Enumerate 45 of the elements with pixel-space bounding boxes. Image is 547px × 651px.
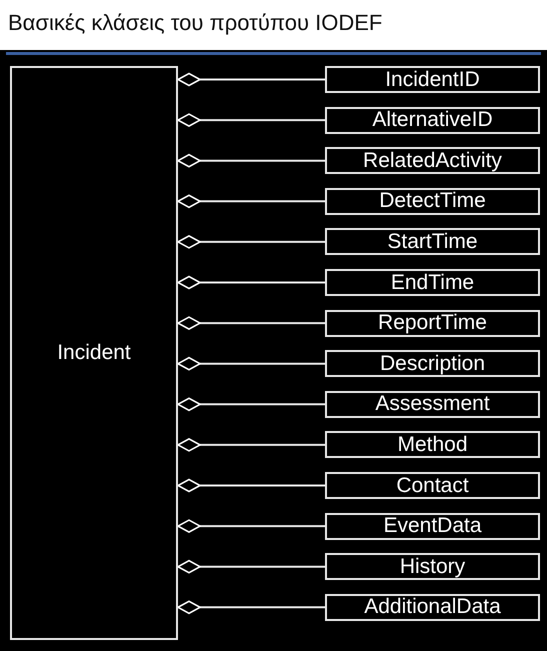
aggregation-line [177,113,325,127]
class-name: History [400,554,466,579]
class-name: StartTime [387,230,478,254]
class-box [325,512,540,540]
title: Βασικές κλάσεις του προτύπου IODEF [8,10,382,36]
class-name: RelatedActivity [363,148,502,173]
aggregation-line [177,478,325,492]
class-box [325,66,540,93]
aggregation-line [177,438,325,452]
class-box [325,228,540,256]
class-box [325,594,540,621]
class-box [325,390,540,418]
class-name: Method [397,432,468,457]
class-name: EventData [383,514,482,538]
class-box [325,188,540,215]
class-box [325,553,540,580]
aggregation-line [177,72,325,86]
aggregation-line [177,276,325,290]
aggregation-line [177,316,325,330]
aggregation-line [177,194,325,208]
class-box [325,147,540,174]
aggregation-line [177,398,325,412]
class-box [325,472,540,499]
class-name: Contact [396,474,469,498]
class-name: IncidentID [385,68,480,92]
class-name: EndTime [390,270,474,294]
class-box [10,66,178,640]
aggregation-line [177,356,325,370]
class-box [325,350,540,378]
class-box [325,310,540,337]
aggregation-line [177,519,325,533]
class-name: Description [380,352,486,376]
class-name: DetectTime [379,189,486,214]
aggregation-line [177,600,325,614]
aggregation-line [177,560,325,574]
class-name: Incident [57,341,131,365]
aggregation-line [177,154,325,168]
class-box [325,269,540,296]
class-name: AlternativeID [372,108,493,132]
class-name: Assessment [375,392,490,416]
class-box [325,431,540,458]
aggregation-line [177,235,325,249]
class-name: ReportTime [378,311,487,336]
class-name: AdditionalData [364,595,501,620]
class-box [325,106,540,134]
